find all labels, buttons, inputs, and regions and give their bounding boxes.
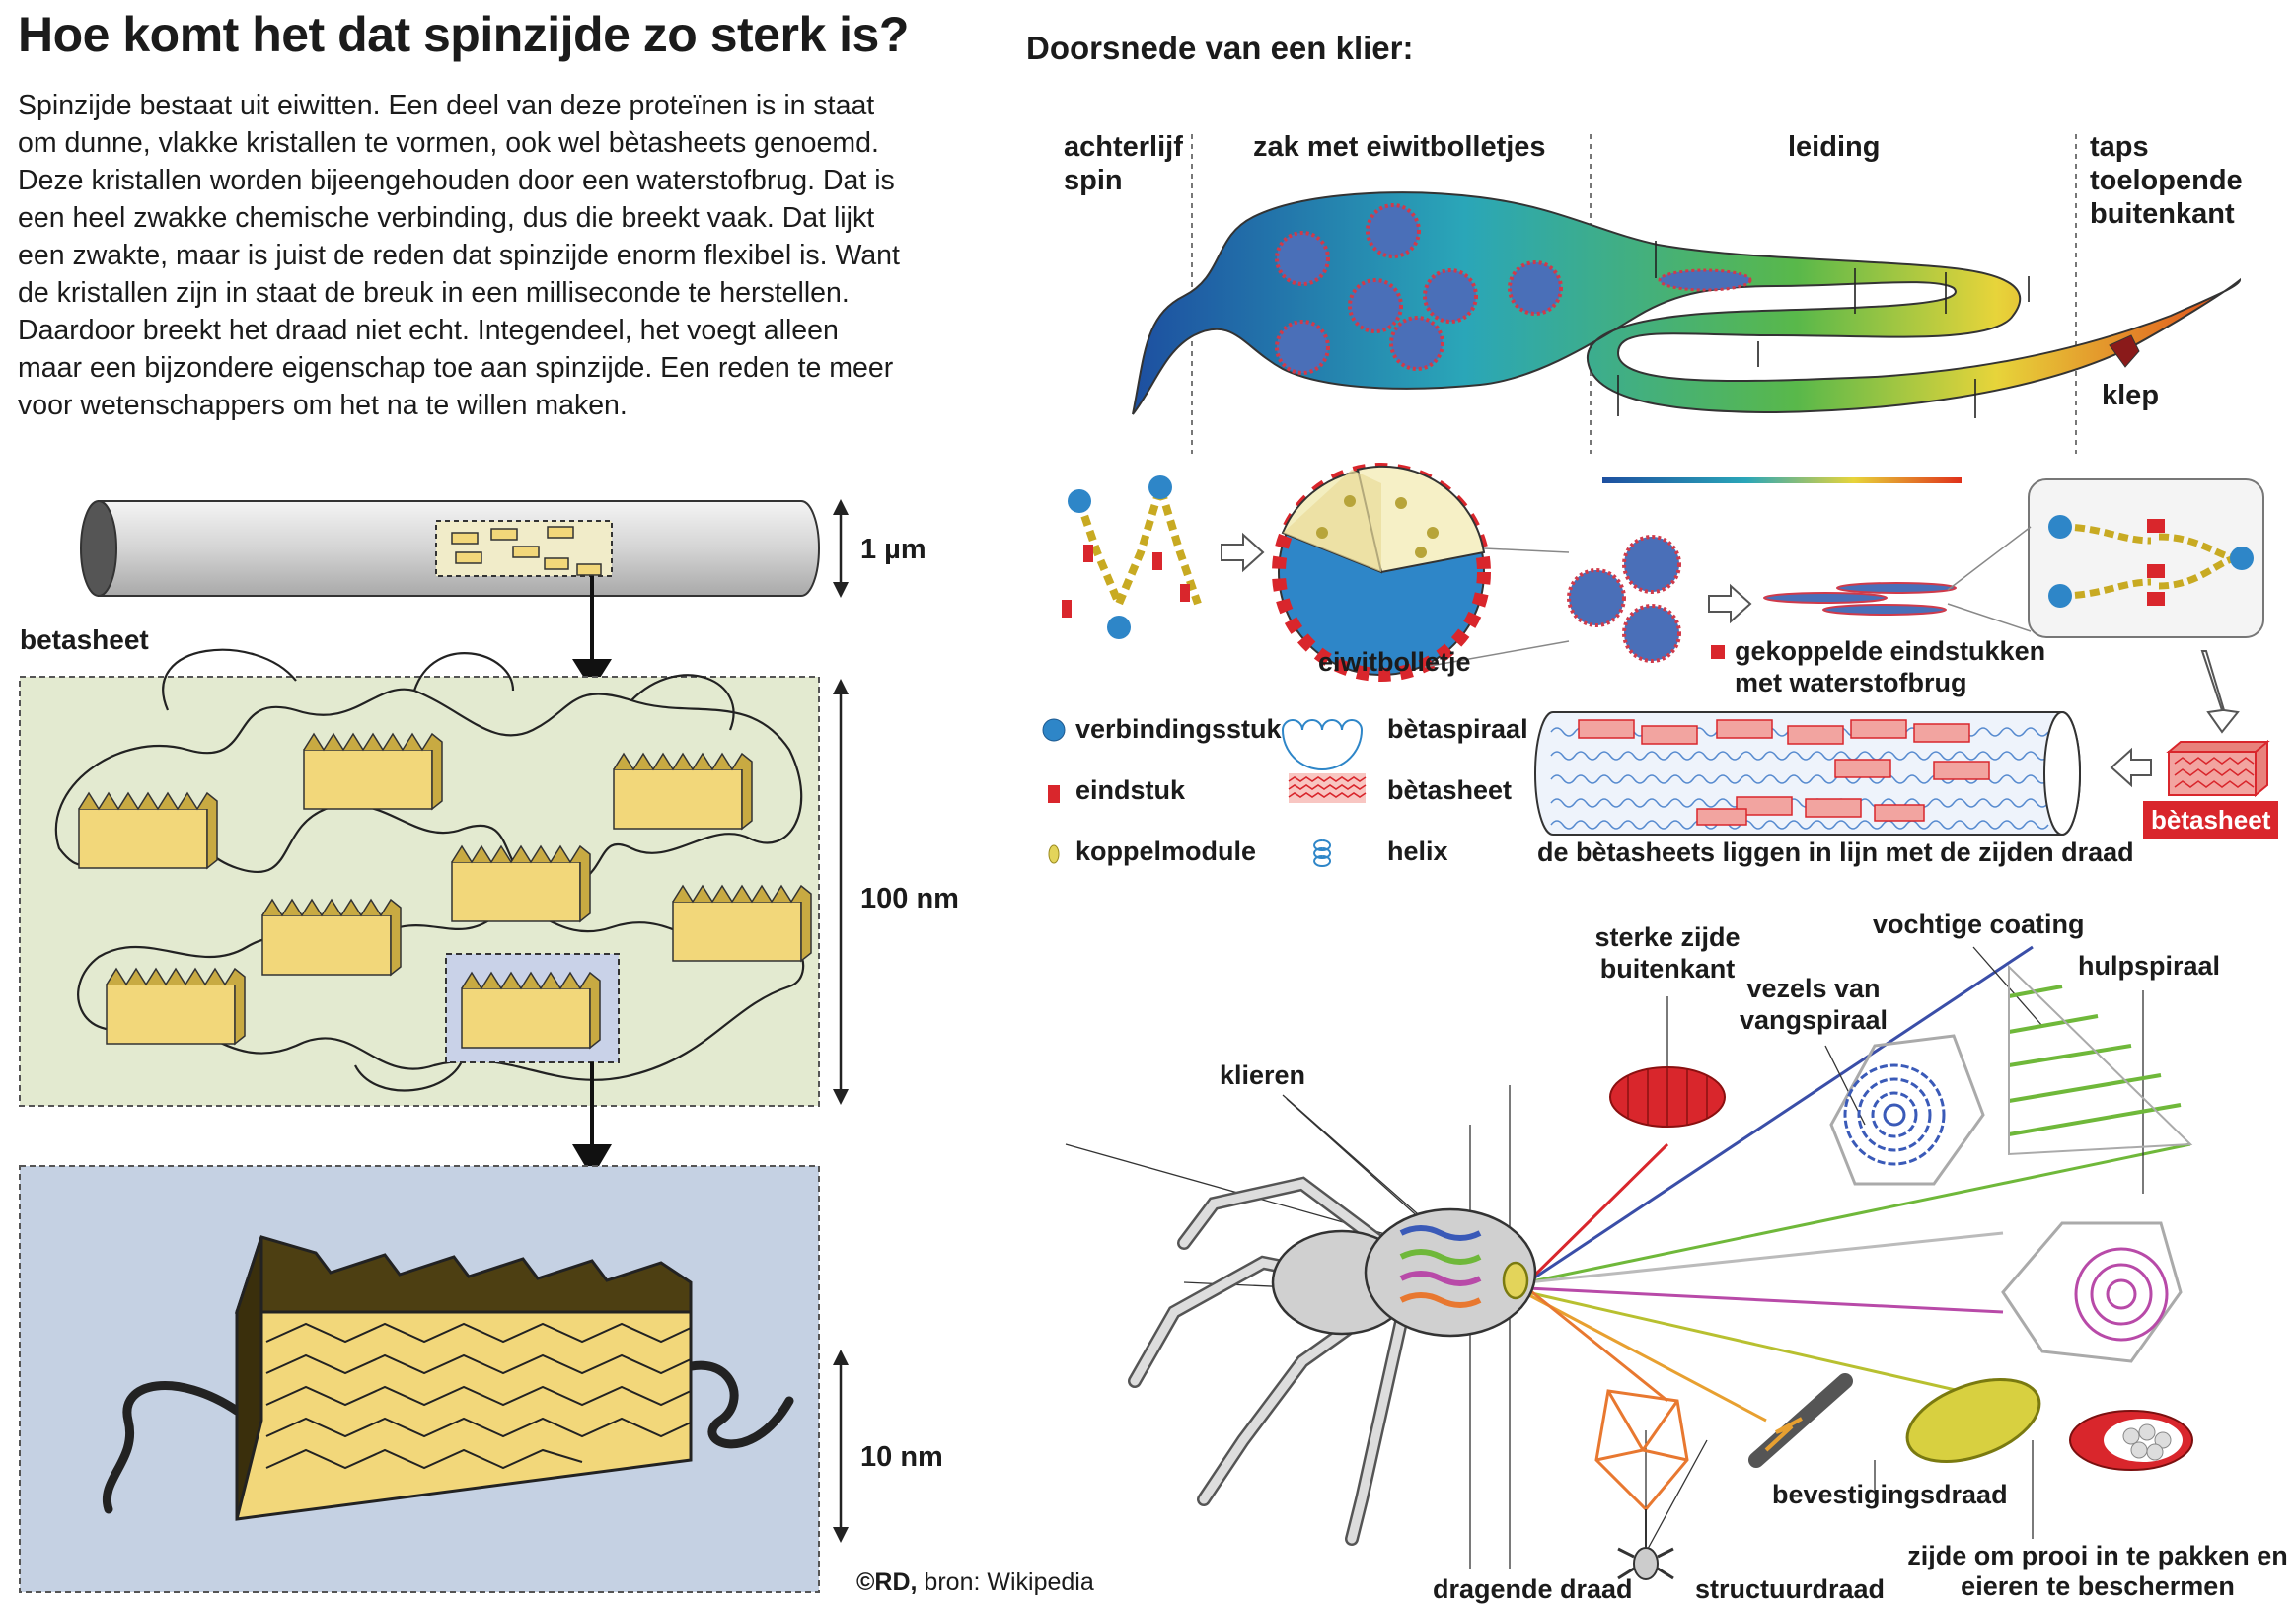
protein-sphere-cutaway — [1272, 463, 1491, 682]
crystal-closeup — [102, 1235, 794, 1521]
egg-sac — [2069, 1410, 2193, 1471]
coupled-icon — [1711, 645, 1725, 659]
zijde-om-label: zijde om prooi in te pakken en eieren te… — [1907, 1541, 2288, 1601]
prey-wrap — [1905, 1378, 2041, 1463]
legend-betasheet: bètasheet — [1387, 775, 1513, 805]
dragende-label: dragende draad — [1433, 1574, 1633, 1604]
crystal-blocks — [78, 732, 812, 1050]
eiwitbolletje-label: eiwitbolletje — [1318, 647, 1471, 677]
structure-web — [1594, 1389, 1689, 1512]
silk-threads — [1525, 945, 2191, 1423]
legend-helix: helix — [1387, 837, 1448, 866]
bevestigingsdraad-label: bevestigingsdraad — [1772, 1480, 2008, 1509]
betasheet-block — [2166, 739, 2270, 798]
capture-web — [1829, 1034, 1985, 1186]
blue-spiral-icon — [1282, 719, 1364, 770]
scale-label-1um: 1 µm — [860, 534, 926, 565]
col-achterlijf: achterlijf spin — [1064, 131, 1183, 196]
blue-helix-icon — [1313, 840, 1331, 867]
hulpspiraal-label: hulpspiraal — [2078, 951, 2221, 981]
vochtige-label: vochtige coating — [1873, 910, 2085, 939]
credit-brand: ©RD, — [856, 1569, 918, 1596]
silk-fiber-tube — [80, 500, 820, 597]
col-taps: taps toelopende buitenkant — [2090, 131, 2243, 230]
red-zigzag-icon — [1288, 773, 1367, 803]
col-zak: zak met eiwitbolletjes — [1253, 131, 1546, 163]
klep-label: klep — [2102, 380, 2160, 411]
fiber-caption: de bètasheets liggen in lijn met de zijd… — [1537, 838, 2134, 867]
klieren-label: klieren — [1220, 1060, 1306, 1090]
helper-web — [2001, 1221, 2183, 1363]
legend-koppelmodule: koppelmodule — [1075, 837, 1257, 866]
legend-betaspiraal: bètaspiraal — [1387, 714, 1528, 744]
auxiliary-spiral-net — [2008, 964, 2193, 1156]
legend-eindstuk: eindstuk — [1075, 775, 1186, 805]
betasheet-tag: bètasheet — [2143, 801, 2279, 839]
credit-source: bron: Wikipedia — [917, 1569, 1094, 1596]
legend-icons — [1042, 718, 1367, 867]
klep-valve — [2109, 334, 2140, 368]
protein-spheres — [1275, 203, 1752, 375]
aligned-fiber — [1534, 711, 2081, 836]
coupled-inset — [2028, 478, 2264, 638]
intro-paragraph: Spinzijde bestaat uit eiwitten. Een deel… — [18, 90, 900, 421]
scale-label-100nm: 100 nm — [860, 883, 959, 914]
spider-diagram — [1065, 945, 2193, 1580]
sterke-label: sterke zijde buitenkant — [1594, 922, 1741, 984]
spider — [1128, 1176, 1537, 1546]
gland-heading: Doorsnede van een klier: — [1026, 30, 1414, 66]
structuurdraad-label: structuurdraad — [1695, 1574, 1886, 1604]
page-title: Hoe komt het dat spinzijde zo sterk is? — [18, 7, 909, 62]
betasheet-label: betasheet — [20, 624, 149, 655]
fiber-zoom-diagram — [19, 499, 849, 1593]
credit: ©RD, bron: Wikipedia — [856, 1569, 1094, 1597]
legend-verbindingsstuk: verbindingsstuk — [1075, 714, 1282, 744]
red-block-icon — [1048, 785, 1060, 803]
scale-label-10nm: 10 nm — [860, 1441, 943, 1473]
blue-circle-icon — [1042, 718, 1066, 742]
flat-sheets — [1763, 582, 1957, 616]
small-spheres — [1567, 535, 1681, 663]
gradient-bar — [1602, 477, 1962, 483]
gland-diagram — [1042, 134, 2270, 867]
hanging-spider — [1617, 1509, 1674, 1580]
vezels-label: vezels van vangspiraal — [1739, 974, 1889, 1035]
col-leiding: leiding — [1788, 131, 1881, 163]
gekoppelde-label: gekoppelde eindstukken met waterstofbrug — [1735, 636, 2046, 697]
protein-chain — [1062, 474, 1202, 639]
yellow-ellipse-icon — [1048, 844, 1060, 864]
